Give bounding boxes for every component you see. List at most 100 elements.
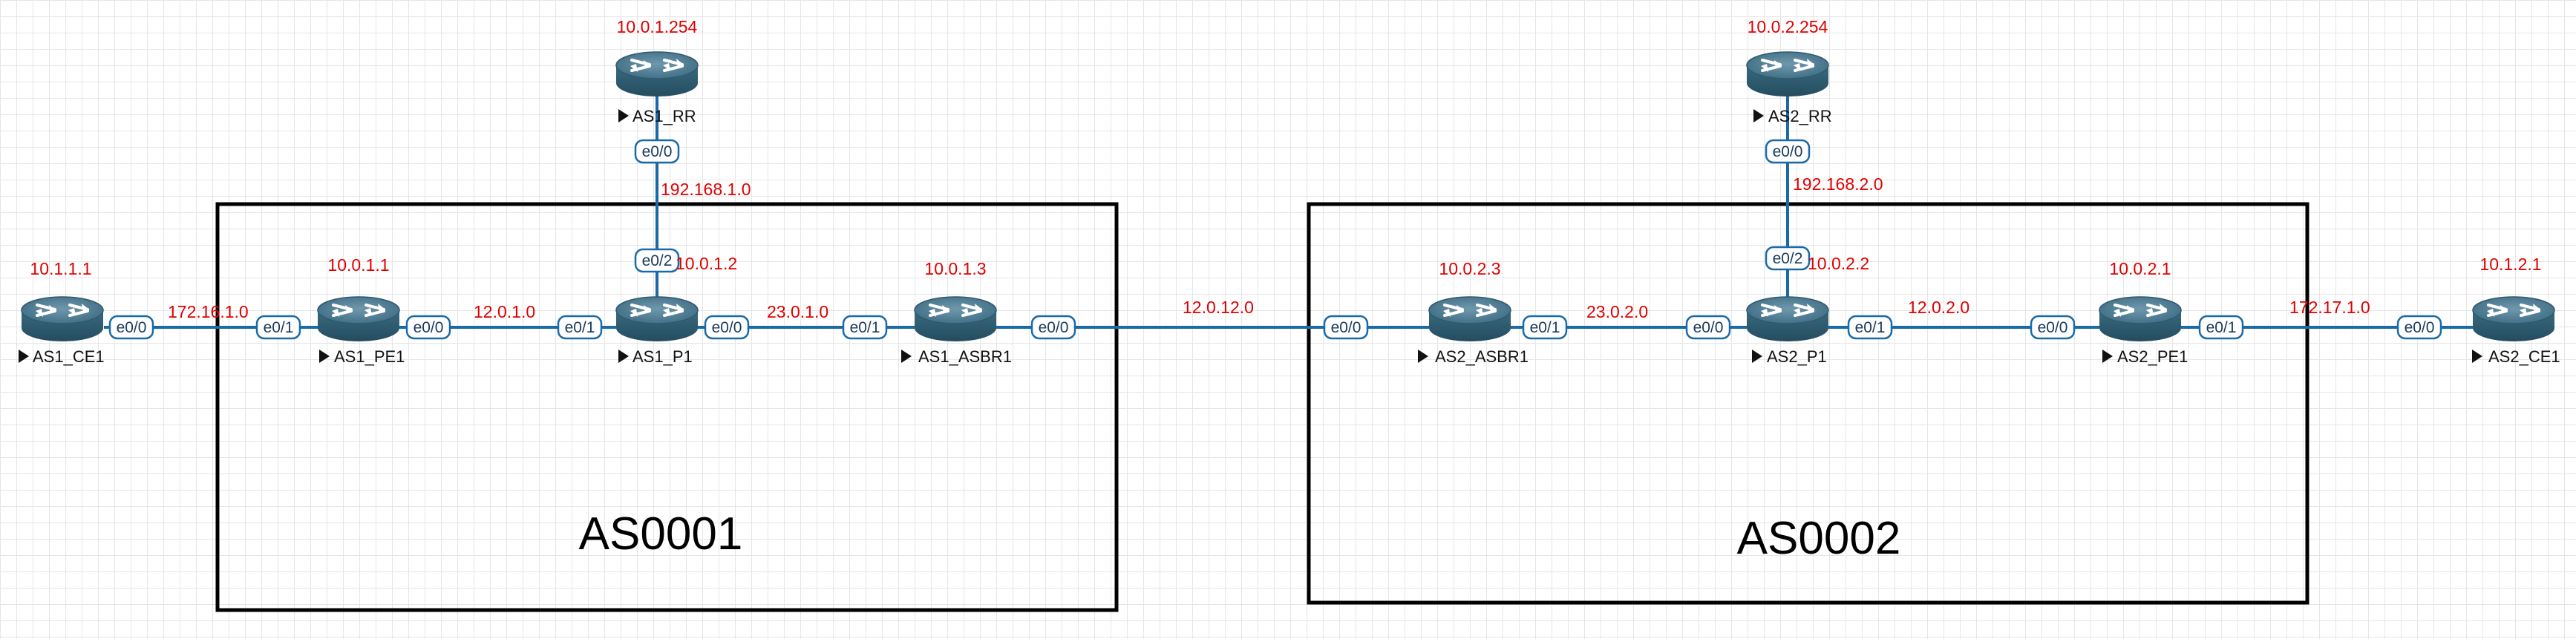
net-label-12-0-2-0: 12.0.2.0 (1908, 298, 1969, 317)
router-icon (1745, 50, 1830, 98)
router-as2-p1[interactable]: 10.0.2.2 AS2_P1 (1745, 254, 1869, 366)
net-label-12-0-1-0: 12.0.1.0 (474, 302, 535, 321)
router-icon (2471, 295, 2556, 343)
net-label-192-168-1-0: 192.168.1.0 (661, 180, 751, 199)
port-label: e0/0 (1039, 319, 1069, 336)
port-badge[interactable] (1522, 315, 1568, 340)
play-icon (19, 350, 29, 363)
router-icon (2098, 295, 2183, 343)
as0001-box (215, 202, 1119, 612)
play-icon (2472, 350, 2482, 363)
port-badge[interactable] (2030, 315, 2076, 340)
router-as2-pe1[interactable]: 10.0.2.1 AS2_PE1 (2098, 259, 2188, 366)
port-label: e0/0 (1331, 319, 1361, 336)
port-label: e0/0 (1693, 319, 1724, 336)
router-icon (316, 295, 401, 343)
play-icon (618, 350, 629, 363)
router-name: AS1_RR (632, 107, 696, 125)
play-icon (618, 109, 629, 122)
play-icon (901, 350, 912, 363)
router-as1-rr[interactable]: 10.0.1.254 AS1_RR (615, 17, 699, 125)
port-badge[interactable] (634, 248, 680, 273)
router-icon (615, 50, 699, 98)
router-as1-pe1[interactable]: 10.0.1.1 AS1_PE1 (316, 255, 405, 366)
router-name: AS1_ASBR1 (918, 347, 1012, 366)
router-ip: 10.0.1.254 (617, 17, 698, 36)
router-name: AS2_RR (1768, 107, 1832, 125)
net-label-12-0-12-0: 12.0.12.0 (1183, 298, 1254, 317)
play-icon (1418, 350, 1428, 363)
router-icon (20, 295, 105, 343)
router-as1-ce1[interactable]: 10.1.1.1 AS1_CE1 (19, 259, 105, 366)
port-badge[interactable] (704, 315, 750, 340)
port-badge[interactable] (557, 315, 603, 340)
play-icon (1752, 350, 1762, 363)
port-badge[interactable] (634, 139, 680, 164)
port-label: e0/2 (1773, 250, 1803, 267)
router-ip: 10.1.1.1 (30, 259, 91, 278)
net-label-192-168-2-0: 192.168.2.0 (1793, 174, 1883, 194)
port-label: e0/0 (642, 143, 673, 160)
router-as2-ce1[interactable]: 10.1.2.1 AS2_CE1 (2471, 255, 2560, 366)
router-icon (615, 295, 699, 343)
port-label: e0/1 (1530, 319, 1560, 336)
port-badge[interactable] (1030, 315, 1076, 340)
port-badges (108, 139, 2442, 340)
net-label-23-0-2-0: 23.0.2.0 (1586, 302, 1648, 321)
router-ip: 10.1.2.1 (2479, 255, 2541, 274)
play-icon (2102, 350, 2113, 363)
port-badge[interactable] (842, 315, 888, 340)
port-label: e0/0 (2038, 319, 2068, 336)
links (104, 91, 2474, 329)
as0001-label: AS0001 (579, 508, 743, 560)
port-label: e0/1 (1855, 319, 1886, 336)
play-icon (319, 350, 330, 363)
router-as2-asbr1[interactable]: 10.0.2.3 AS2_ASBR1 (1418, 259, 1529, 366)
play-icon (1753, 109, 1764, 122)
net-label-172-17-1-0: 172.17.1.0 (2289, 298, 2370, 317)
router-ip: 10.0.2.254 (1748, 17, 1828, 36)
port-label: e0/1 (850, 319, 880, 336)
port-label: e0/2 (642, 252, 673, 269)
port-badge[interactable] (108, 315, 154, 340)
port-label: e0/1 (565, 319, 595, 336)
router-name: AS2_P1 (1767, 347, 1827, 366)
port-label: e0/1 (264, 319, 294, 336)
router-icon (1428, 295, 1512, 343)
router-icon (913, 295, 998, 343)
router-as1-p1[interactable]: 10.0.1.2 AS1_P1 (615, 254, 737, 366)
port-label: e0/0 (2405, 319, 2435, 336)
port-badge[interactable] (1765, 139, 1811, 164)
as0002-box (1307, 202, 2309, 605)
router-ip: 10.0.2.1 (2109, 259, 2171, 278)
router-name: AS2_ASBR1 (1435, 347, 1529, 366)
net-label-23-0-1-0: 23.0.1.0 (767, 302, 828, 321)
router-name: AS1_CE1 (33, 347, 105, 366)
port-label: e0/1 (2206, 319, 2237, 336)
port-badge[interactable] (1685, 315, 1731, 340)
port-badge[interactable] (1847, 315, 1893, 340)
router-ip: 10.0.1.1 (327, 255, 389, 275)
router-ip: 10.0.1.2 (676, 254, 737, 273)
port-label: e0/0 (413, 319, 444, 336)
port-badge[interactable] (2198, 315, 2244, 340)
net-label-172-16-1-0: 172.16.1.0 (168, 302, 249, 321)
port-badge[interactable] (1323, 315, 1369, 340)
router-name: AS2_CE1 (2488, 347, 2560, 366)
router-name: AS1_P1 (632, 347, 693, 366)
port-label: e0/0 (1773, 143, 1803, 160)
router-ip: 10.0.2.2 (1808, 254, 1869, 273)
port-badge[interactable] (255, 315, 301, 340)
router-as2-rr[interactable]: 10.0.2.254 AS2_RR (1745, 17, 1832, 125)
router-name: AS2_PE1 (2117, 347, 2188, 366)
router-ip: 10.0.2.3 (1439, 259, 1500, 278)
router-name: AS1_PE1 (334, 347, 405, 366)
router-ip: 10.0.1.3 (924, 259, 986, 278)
port-label: e0/0 (712, 319, 742, 336)
as0002-label: AS0002 (1737, 513, 1901, 564)
port-badge[interactable] (2396, 315, 2442, 340)
port-badge[interactable] (405, 315, 451, 340)
port-badge[interactable] (1765, 246, 1811, 271)
router-as1-asbr1[interactable]: 10.0.1.3 AS1_ASBR1 (901, 259, 1012, 366)
